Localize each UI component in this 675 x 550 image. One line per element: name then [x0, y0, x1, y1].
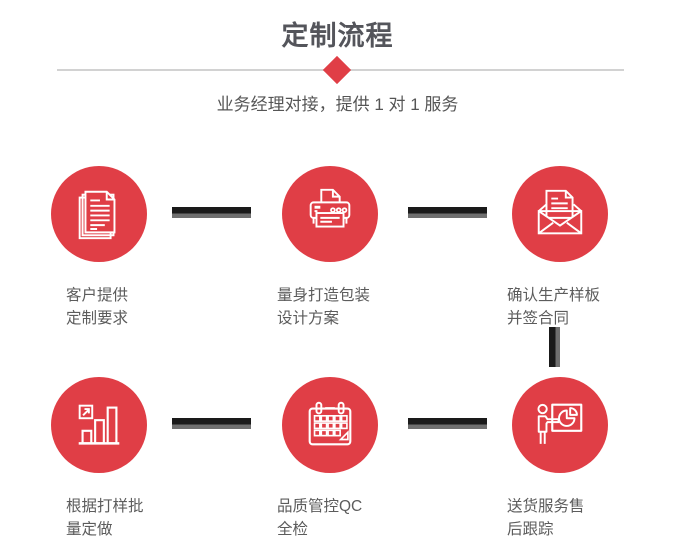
step-label-line: 定制要求	[66, 310, 129, 327]
step-circle-1	[51, 166, 147, 262]
step-circle-3	[512, 166, 608, 262]
step-label-4: 根据打样批 量定做	[66, 495, 144, 541]
calendar-icon	[308, 401, 352, 446]
connector-vertical	[549, 327, 560, 367]
step-label-line: 送货服务售	[507, 498, 585, 515]
documents-stack-icon	[78, 190, 116, 240]
connector-row1-right	[408, 207, 487, 218]
growth-bar-chart-icon	[78, 404, 120, 445]
presenter-pie-board-icon	[537, 403, 583, 444]
step-label-3: 确认生产样板 并签合同	[507, 284, 600, 330]
connector-row1-left	[172, 207, 251, 218]
step-label-line: 并签合同	[507, 310, 570, 327]
step-label-line: 确认生产样板	[507, 287, 601, 304]
connector-row2-right	[408, 418, 487, 429]
step-label-line: 全检	[277, 521, 309, 538]
step-circle-4	[51, 377, 147, 473]
step-label-line: 设计方案	[277, 310, 340, 327]
subtitle: 业务经理对接，提供 1 对 1 服务	[216, 95, 459, 114]
step-label-1: 客户提供 定制要求	[66, 284, 128, 330]
page-title: 定制流程	[281, 21, 394, 51]
step-label-6: 送货服务售 后跟踪	[507, 495, 585, 541]
printer-icon	[309, 188, 351, 228]
diamond-marker	[322, 55, 352, 85]
step-circle-2	[282, 166, 378, 262]
step-label-line: 品质管控QC	[277, 498, 363, 515]
step-label-2: 量身打造包装 设计方案	[277, 284, 370, 330]
step-label-line: 量定做	[66, 521, 113, 538]
envelope-letter-icon	[537, 189, 583, 235]
step-label-line: 后跟踪	[507, 521, 554, 538]
step-label-line: 根据打样批	[66, 498, 144, 515]
step-circle-5	[282, 377, 378, 473]
step-label-line: 客户提供	[66, 287, 129, 304]
connector-row2-left	[172, 418, 251, 429]
step-label-5: 品质管控QC 全检	[277, 495, 362, 541]
step-circle-6	[512, 377, 608, 473]
step-label-line: 量身打造包装	[277, 287, 371, 304]
